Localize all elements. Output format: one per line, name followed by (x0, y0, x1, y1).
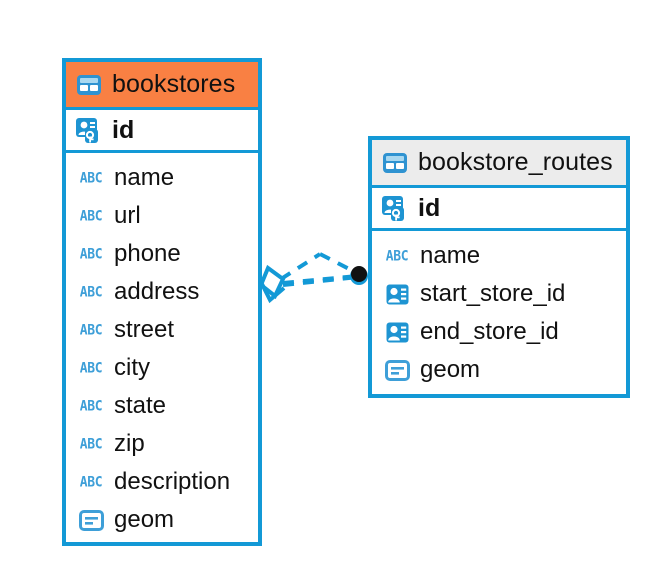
abc-text-icon: ABC (79, 321, 103, 339)
relationship-lines (279, 252, 359, 287)
entity-header-bookstore-routes[interactable]: bookstore_routes (372, 140, 626, 185)
primary-key-icon (76, 117, 103, 144)
field-label: start_store_id (420, 280, 566, 307)
abc-text-icon: ABC (79, 359, 103, 377)
abc-text-icon: ABC (79, 397, 103, 415)
foreign-key-icon (382, 284, 412, 305)
field-label: city (114, 354, 150, 381)
field-row-name[interactable]: ABC name (66, 159, 258, 197)
field-list-bookstore-routes: ABC name start_store_id (372, 231, 626, 397)
geometry-icon (382, 359, 412, 381)
field-label: name (420, 242, 481, 269)
field-label: end_store_id (420, 318, 559, 345)
table-icon (76, 74, 102, 96)
field-label: state (114, 392, 167, 419)
field-row-end-store-id[interactable]: end_store_id (372, 313, 626, 351)
field-label: street (114, 316, 175, 343)
field-row-address[interactable]: ABC address (66, 273, 258, 311)
foreign-key-icon (382, 322, 412, 343)
field-row-state[interactable]: ABC state (66, 387, 258, 425)
entity-bookstore-routes[interactable]: bookstore_routes id ABC (368, 136, 630, 398)
abc-text-icon: ABC (385, 247, 409, 265)
field-label: geom (420, 356, 481, 383)
field-row-geom[interactable]: geom (372, 351, 626, 389)
primary-key-row-bookstore-routes[interactable]: id (372, 185, 626, 231)
field-label: address (114, 278, 200, 305)
abc-text-icon: ABC (79, 435, 103, 453)
table-icon (382, 152, 408, 174)
field-list-bookstores: ABC name ABC url ABC phone ABC address A… (66, 153, 258, 547)
field-row-city[interactable]: ABC city (66, 349, 258, 387)
field-label: zip (114, 430, 145, 457)
entity-title: bookstore_routes (418, 148, 613, 176)
field-row-description[interactable]: ABC description (66, 463, 258, 501)
geometry-icon (76, 509, 106, 531)
field-row-zip[interactable]: ABC zip (66, 425, 258, 463)
field-row-name[interactable]: ABC name (372, 237, 626, 275)
field-row-street[interactable]: ABC street (66, 311, 258, 349)
entity-bookstores[interactable]: bookstores id ABC (62, 58, 262, 546)
field-label: description (114, 468, 231, 495)
field-row-phone[interactable]: ABC phone (66, 235, 258, 273)
field-label: geom (114, 506, 175, 533)
entity-header-bookstores[interactable]: bookstores (66, 62, 258, 107)
field-label: name (114, 164, 175, 191)
abc-text-icon: ABC (79, 207, 103, 225)
primary-key-row-bookstores[interactable]: id (66, 107, 258, 153)
abc-text-icon: ABC (79, 283, 103, 301)
field-row-start-store-id[interactable]: start_store_id (372, 275, 626, 313)
entity-title: bookstores (112, 70, 236, 98)
abc-text-icon: ABC (79, 169, 103, 187)
abc-text-icon: ABC (79, 245, 103, 263)
field-row-geom[interactable]: geom (66, 501, 258, 539)
primary-key-label: id (418, 193, 441, 222)
primary-key-label: id (112, 115, 135, 144)
field-row-url[interactable]: ABC url (66, 197, 258, 235)
primary-key-icon (382, 195, 409, 222)
relationship-source-marker (258, 264, 286, 304)
field-label: phone (114, 240, 181, 267)
abc-text-icon: ABC (79, 473, 103, 491)
field-label: url (114, 202, 141, 229)
relationship-target-marker (350, 266, 368, 285)
